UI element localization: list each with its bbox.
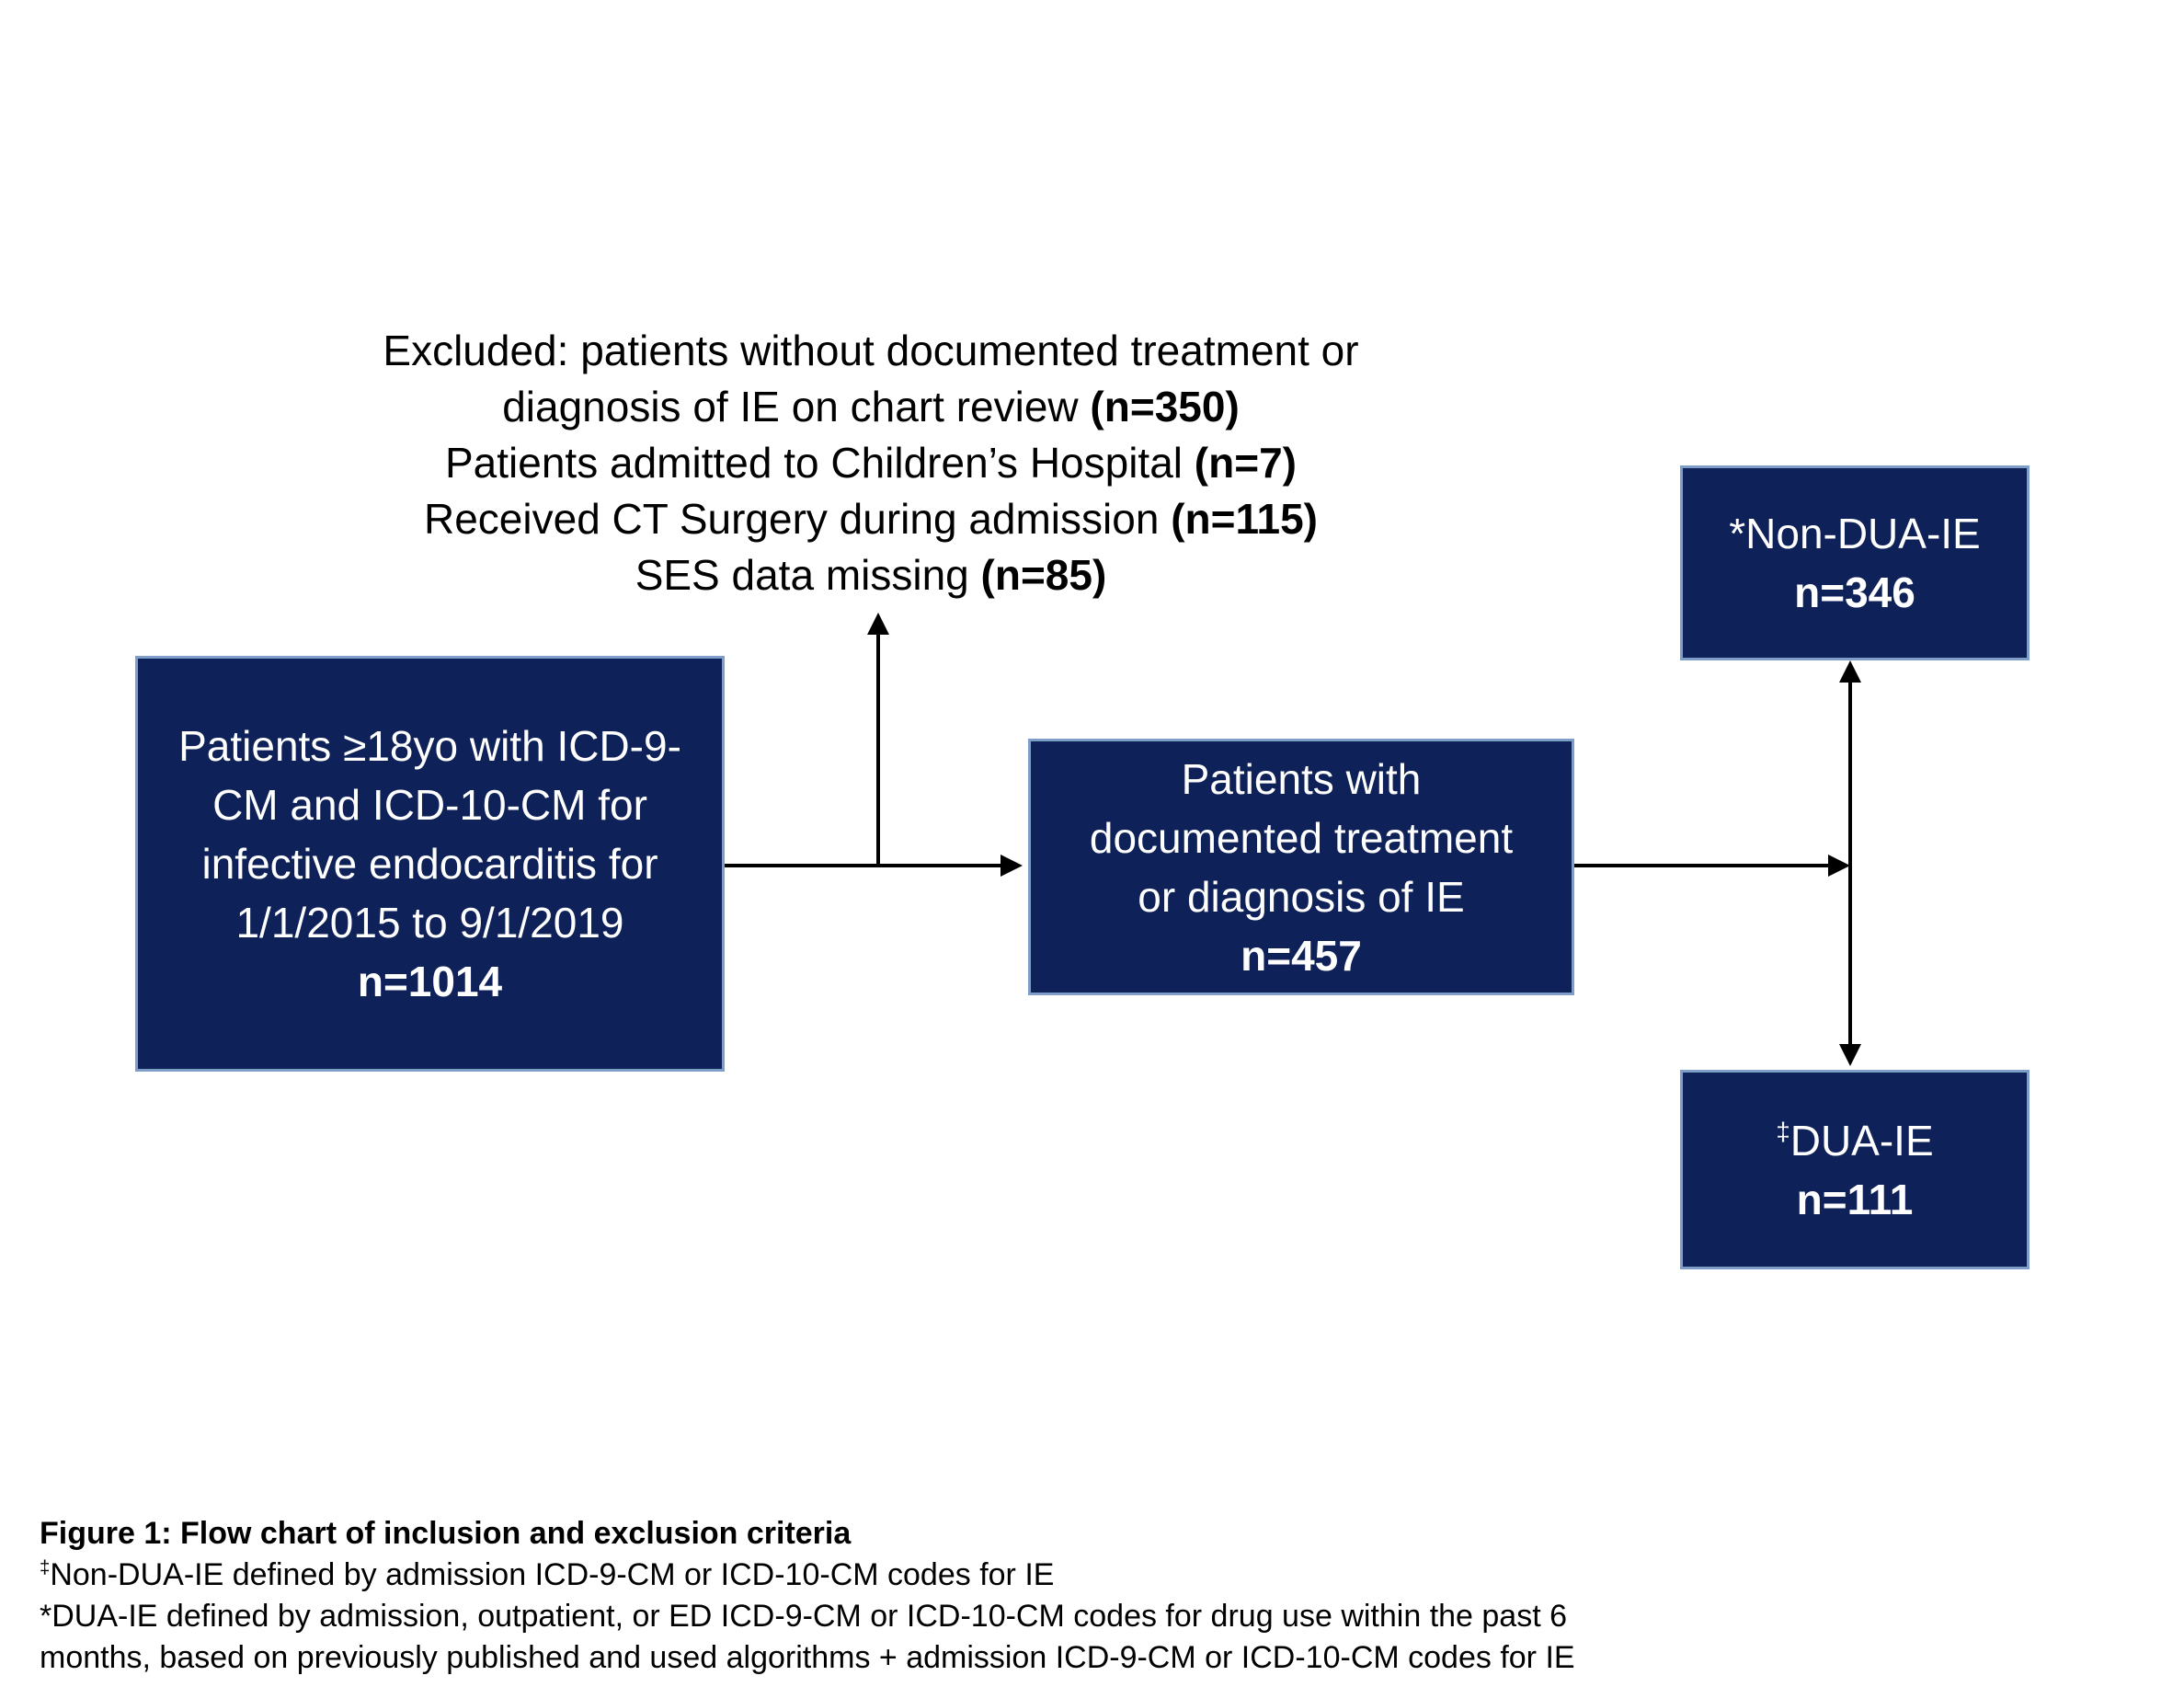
excluded-line: SES data missing (n=85) <box>227 547 1515 603</box>
double-dagger-symbol: ‡ <box>40 1557 51 1578</box>
caption-footnote-non-dua: ‡Non-DUA-IE defined by admission ICD-9-C… <box>40 1555 1649 1596</box>
excluded-line: Excluded: patients without documented tr… <box>227 323 1515 379</box>
box-source-text: CM and ICD-10-CM for <box>212 781 647 829</box>
box-dua-title: ‡DUA-IE <box>1683 1111 2027 1170</box>
box-documented-text: or diagnosis of IE <box>1138 872 1465 921</box>
excluded-line-text: diagnosis of IE on chart review <box>502 383 1091 430</box>
box-non-dua-ie: *Non-DUA-IE n=346 <box>1680 465 2030 660</box>
excluded-line-n: (n=85) <box>980 551 1107 599</box>
box-dua-ie: ‡DUA-IE n=111 <box>1680 1070 2030 1269</box>
arrow-documented-to-split-head-icon <box>1828 855 1850 877</box>
arrow-to-non-dua-head-icon <box>1839 660 1861 683</box>
arrow-source-to-documented-line <box>725 864 1001 867</box>
excluded-line-n: (n=350) <box>1090 383 1240 430</box>
double-dagger-symbol: ‡ <box>1776 1117 1790 1146</box>
arrow-split-vertical-line <box>1848 679 1852 1047</box>
box-non-dua-title: *Non-DUA-IE <box>1729 510 1981 557</box>
box-source-text: Patients ≥18yo with ICD-9- <box>178 722 681 770</box>
box-dua-title-text: DUA-IE <box>1790 1116 1934 1165</box>
box-source-population: Patients ≥18yo with ICD-9- CM and ICD-10… <box>135 656 725 1072</box>
excluded-line: diagnosis of IE on chart review (n=350) <box>227 379 1515 435</box>
box-source-count: n=1014 <box>357 958 503 1005</box>
arrow-to-dua-head-icon <box>1839 1044 1861 1066</box>
excluded-line-text: Patients admitted to Children’s Hospital <box>445 439 1195 487</box>
excluded-line-text: SES data missing <box>635 551 981 599</box>
box-non-dua-count: n=346 <box>1794 568 1915 616</box>
arrow-to-excluded-head-icon <box>867 613 889 635</box>
box-documented-count: n=457 <box>1241 931 1362 980</box>
box-documented-ie: Patients with documented treatment or di… <box>1028 739 1574 995</box>
box-dua-count: n=111 <box>1796 1175 1914 1223</box>
arrow-source-to-documented-head-icon <box>1001 855 1023 877</box>
figure-caption: Figure 1: Flow chart of inclusion and ex… <box>40 1513 1649 1679</box>
caption-footnote-dua-line2: months, based on previously published an… <box>40 1640 1575 1675</box>
box-documented-text: documented treatment <box>1089 813 1514 862</box>
arrow-documented-to-split-line <box>1574 864 1830 867</box>
excluded-line-text: Received CT Surgery during admission <box>424 495 1172 543</box>
excluded-note: Excluded: patients without documented tr… <box>227 323 1515 603</box>
box-source-text: infective endocarditis for <box>201 840 658 888</box>
box-documented-text: Patients with <box>1181 754 1422 803</box>
arrow-to-excluded-line <box>876 633 880 867</box>
caption-title: Figure 1: Flow chart of inclusion and ex… <box>40 1516 852 1551</box>
caption-footnote-non-dua-text: Non-DUA-IE defined by admission ICD-9-CM… <box>50 1557 1055 1592</box>
excluded-line-n: (n=115) <box>1171 495 1318 543</box>
excluded-line: Patients admitted to Children’s Hospital… <box>227 435 1515 491</box>
caption-footnote-dua-line1: *DUA-IE defined by admission, outpatient… <box>40 1599 1568 1634</box>
excluded-line: Received CT Surgery during admission (n=… <box>227 491 1515 547</box>
excluded-line-text: Excluded: patients without documented tr… <box>383 327 1359 374</box>
box-source-text: 1/1/2015 to 9/1/2019 <box>235 899 624 947</box>
excluded-line-n: (n=7) <box>1194 439 1297 487</box>
